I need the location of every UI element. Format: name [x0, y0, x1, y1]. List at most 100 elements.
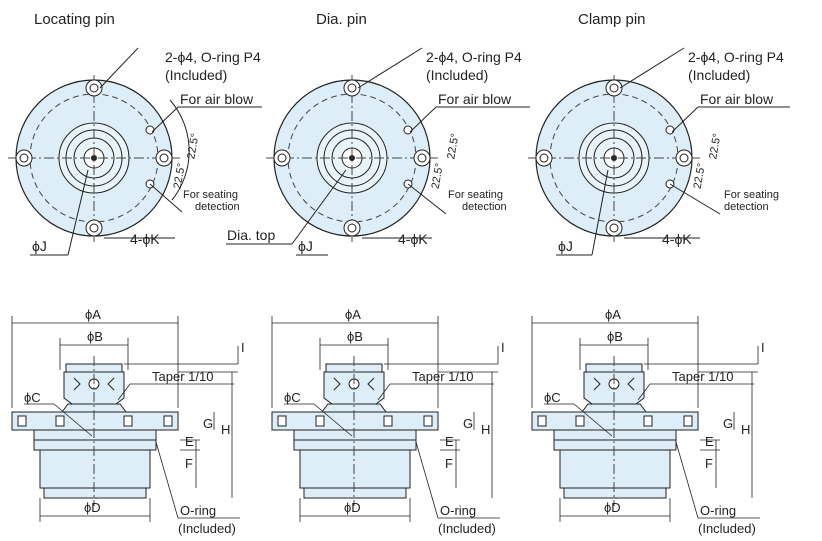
dia-j-label: ϕJ: [32, 238, 47, 254]
dim-f-label: F: [185, 456, 193, 471]
seating-label: For seating: [724, 189, 779, 201]
oring-label: O-ring: [440, 503, 476, 518]
body: [293, 429, 417, 499]
flange: [271, 411, 439, 431]
dia-top-label: Dia. top: [227, 227, 275, 243]
taper-note: Taper 1/10: [117, 369, 234, 401]
view-title: Locating pin: [34, 11, 115, 28]
dim-b: ϕB: [579, 329, 649, 370]
angle-label: 22.5°: [430, 162, 446, 190]
air-blow-label: For air blow: [700, 91, 774, 107]
dim-b-label: ϕB: [87, 329, 103, 344]
side-view-clamp-pin: ϕA ϕB ϕC Taper 1/10: [531, 307, 765, 536]
dim-b-label: ϕB: [607, 329, 623, 344]
mount-hole: [85, 219, 103, 237]
dim-c-label: ϕC: [544, 390, 561, 405]
dim-c: ϕC: [544, 390, 613, 437]
dia-j-label: ϕJ: [558, 238, 573, 254]
mount-hole: [273, 149, 291, 167]
hole-k-label: 4-ϕK: [398, 231, 428, 247]
dim-f-label: F: [445, 456, 453, 471]
dim-ghiefs: H G E F I: [384, 340, 505, 498]
dim-g-label: G: [723, 416, 733, 431]
mount-hole: [605, 79, 623, 97]
air-blow-label: For air blow: [438, 91, 512, 107]
dim-h-label: H: [221, 422, 230, 437]
oring-note: O-ring (Included): [155, 441, 240, 536]
mount-hole: [15, 149, 33, 167]
dim-b-label: ϕB: [347, 329, 363, 344]
dim-a-label: ϕA: [85, 307, 101, 322]
seating-label-2: detection: [195, 201, 240, 213]
taper-label: Taper 1/10: [672, 369, 733, 384]
oring-included: (Included): [688, 67, 750, 83]
oring-note: O-ring (Included): [675, 441, 760, 536]
top-view-clamp-pin: Clamp pin 2-ϕ4, O-ring P4 (Included) For…: [528, 11, 790, 256]
oring-note: 2-ϕ4, O-ring P4: [426, 49, 522, 65]
body: [553, 429, 677, 499]
angle-label: 22.5°: [692, 162, 708, 190]
oring-included: (Included): [165, 67, 227, 83]
oring-note: 2-ϕ4, O-ring P4: [165, 49, 261, 65]
dim-a: ϕA: [531, 307, 699, 408]
dim-d-label: ϕD: [84, 500, 101, 515]
oring-note: O-ring (Included): [415, 441, 500, 536]
side-view-dia-pin: ϕA ϕB ϕC Taper 1/10: [271, 307, 505, 536]
dim-i-label: I: [501, 340, 505, 355]
dim-e-label: E: [705, 434, 714, 449]
seating-label-2: detection: [724, 201, 769, 213]
mount-hole: [85, 79, 103, 97]
dim-g-label: G: [203, 416, 213, 431]
dim-d: ϕD: [299, 498, 411, 522]
dim-a: ϕA: [11, 307, 179, 408]
dim-c-label: ϕC: [284, 390, 301, 405]
dim-ghiefs: H G E F I: [124, 340, 245, 498]
angle-label: 22.5°: [172, 162, 188, 190]
seating-label: For seating: [183, 189, 238, 201]
taper-label: Taper 1/10: [412, 369, 473, 384]
flange: [531, 411, 699, 431]
dim-c: ϕC: [24, 390, 93, 437]
mount-hole: [343, 79, 361, 97]
dim-b: ϕB: [319, 329, 389, 370]
oring-included: (Included): [426, 67, 488, 83]
oring-label: O-ring: [180, 503, 216, 518]
dim-e-label: E: [445, 434, 454, 449]
taper-note: Taper 1/10: [637, 369, 754, 401]
dim-i-label: I: [241, 340, 245, 355]
dim-c-label: ϕC: [24, 390, 41, 405]
mount-hole: [155, 149, 173, 167]
flange: [11, 411, 179, 431]
oring-included-label: (Included): [438, 521, 496, 536]
mount-hole: [413, 149, 431, 167]
oring-note: 2-ϕ4, O-ring P4: [688, 49, 784, 65]
dim-e-label: E: [185, 434, 194, 449]
mount-hole: [343, 219, 361, 237]
angle-label: 22.5°: [707, 133, 723, 161]
top-view-dia-pin: Dia. pin 2-ϕ4, O-ring P4 (Included) For …: [226, 11, 530, 256]
air-blow-label: For air blow: [180, 91, 254, 107]
dim-d: ϕD: [39, 498, 151, 522]
dim-a-label: ϕA: [605, 307, 621, 322]
dim-a-label: ϕA: [345, 307, 361, 322]
mount-hole: [535, 149, 553, 167]
top-view-locating-pin: Locating pin 2-ϕ4, O-ring P4 (Included) …: [8, 11, 262, 256]
dim-g-label: G: [463, 416, 473, 431]
seating-label-2: detection: [462, 201, 507, 213]
mount-hole: [675, 149, 693, 167]
dim-ghiefs: H G E F I: [644, 340, 765, 498]
oring-included-label: (Included): [178, 521, 236, 536]
dim-h-label: H: [481, 422, 490, 437]
oring-included-label: (Included): [698, 521, 756, 536]
body: [33, 429, 157, 499]
taper-label: Taper 1/10: [152, 369, 213, 384]
dia-j-label: ϕJ: [298, 238, 313, 254]
angle-label: 22.5°: [445, 133, 461, 161]
dim-h-label: H: [741, 422, 750, 437]
dim-d-label: ϕD: [344, 500, 361, 515]
dim-i-label: I: [761, 340, 765, 355]
dim-a: ϕA: [271, 307, 439, 408]
dim-d: ϕD: [559, 498, 671, 522]
